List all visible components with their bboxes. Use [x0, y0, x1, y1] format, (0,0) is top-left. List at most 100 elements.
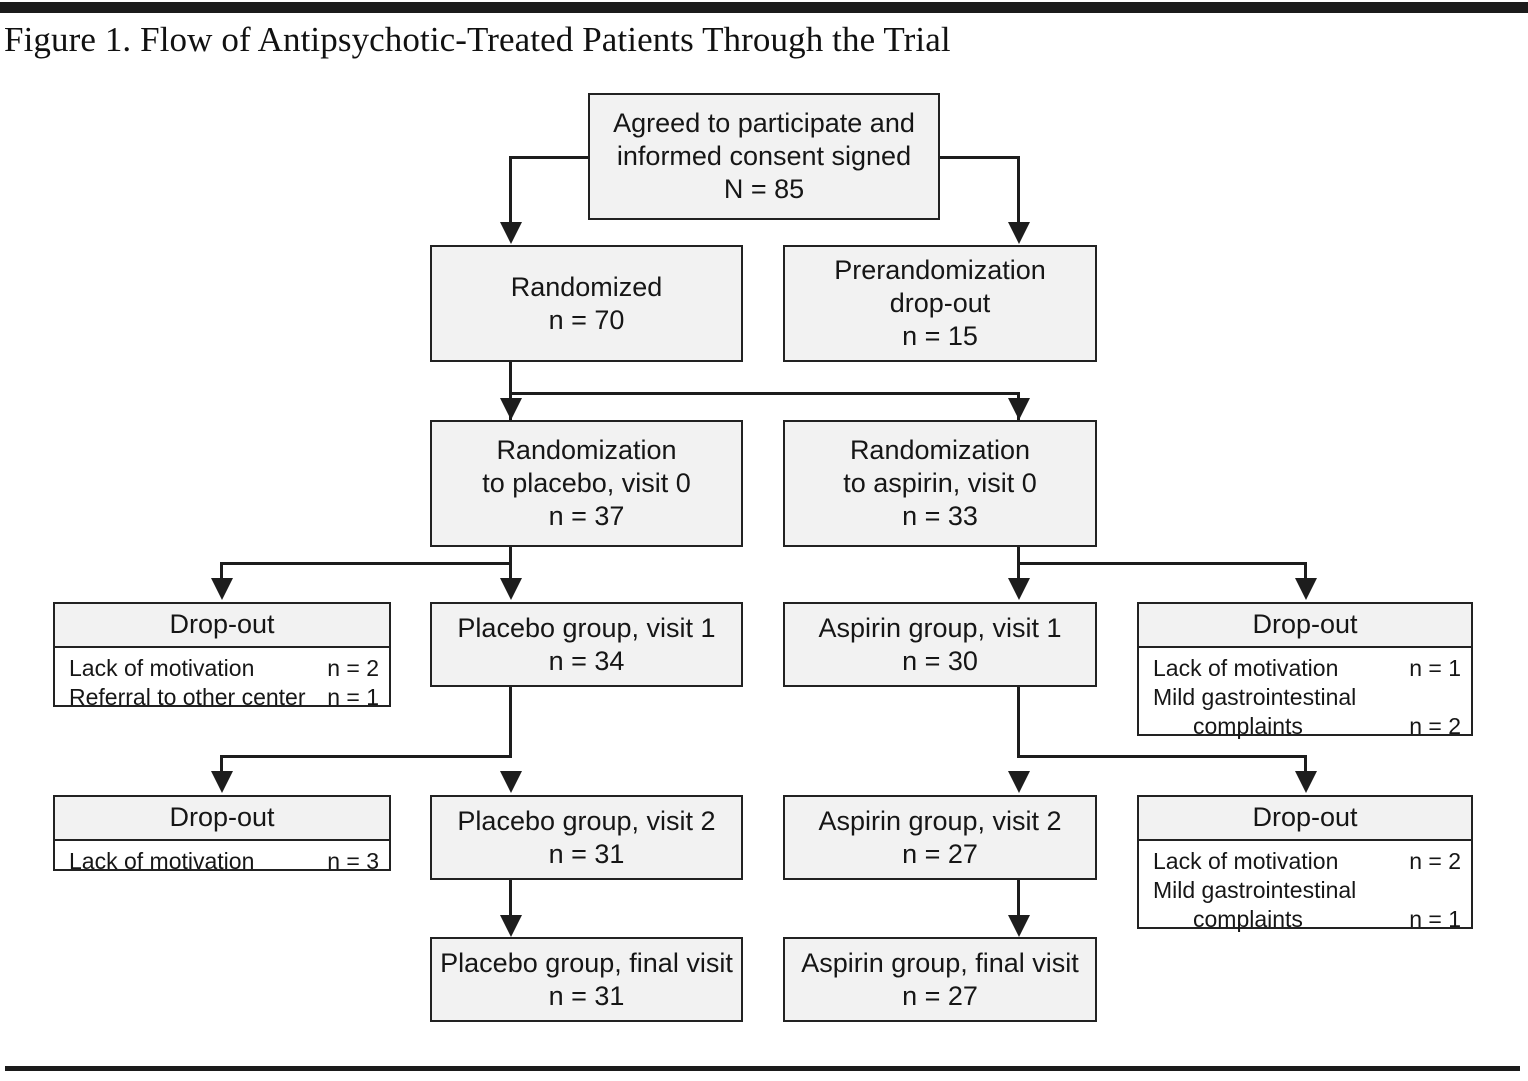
connector-placebo0-stub — [509, 545, 512, 569]
connector-placebov1-split — [220, 755, 511, 758]
node-rand-aspirin-line3: n = 33 — [902, 501, 978, 531]
node-rand-placebo-line1: Randomization — [496, 435, 677, 465]
connector-placebov1-to-dropout — [220, 755, 223, 781]
connector-aspirin0-to-dropout — [1304, 562, 1307, 588]
node-randomization-aspirin: Randomization to aspirin, visit 0 n = 33 — [783, 420, 1097, 547]
node-aspirin-final-line2: n = 27 — [902, 980, 978, 1011]
arrow-consent-to-randomized — [500, 222, 522, 244]
connector-consent-to-randomized — [509, 156, 512, 228]
node-placebo-final-line2: n = 31 — [548, 980, 625, 1011]
connector-placebo0-to-v1 — [509, 562, 512, 588]
dropout-row: Lack of motivation n = 3 — [69, 847, 379, 876]
dropout-aspirin-v1-header: Drop-out — [1139, 604, 1471, 648]
dropout-reason: Lack of motivation — [69, 655, 255, 681]
node-aspirin-v2-line1: Aspirin group, visit 2 — [818, 805, 1062, 836]
node-consent-line3: N = 85 — [723, 174, 805, 204]
node-placebo-visit2: Placebo group, visit 2 n = 31 — [430, 795, 743, 880]
node-rand-aspirin-line1: Randomization — [849, 435, 1031, 465]
bottom-rule — [5, 1066, 1520, 1071]
arrow-aspirin0-to-v1 — [1008, 578, 1030, 600]
arrow-placebo0-to-dropout — [211, 578, 233, 600]
dropout-row: Referral to other center n = 1 — [69, 683, 379, 712]
node-prerandom-line2: drop-out — [889, 288, 991, 318]
dropout-reason: Mild gastrointestinal — [1153, 684, 1357, 710]
connector-randomized-split — [509, 392, 1020, 395]
dropout-count: n = 2 — [1409, 848, 1461, 874]
dropout-row: Lack of motivation n = 1 — [1153, 654, 1461, 683]
connector-randomized-stub — [509, 360, 512, 396]
node-placebo-v2-line1: Placebo group, visit 2 — [457, 805, 716, 836]
node-placebo-v1-line2: n = 34 — [548, 645, 625, 676]
node-rand-placebo-line2: to placebo, visit 0 — [482, 468, 691, 498]
node-aspirin-v1-line2: n = 30 — [902, 645, 978, 676]
dropout-reason: Mild gastrointestinal — [1153, 877, 1357, 903]
top-rule — [0, 2, 1528, 13]
dropout-aspirin-v1-body: Lack of motivation n = 1 Mild gastrointe… — [1139, 648, 1471, 749]
dropout-placebo-visit1: Drop-out Lack of motivation n = 2 Referr… — [53, 602, 391, 710]
node-aspirin-v2-line2: n = 27 — [902, 838, 978, 869]
dropout-row: Lack of motivation n = 2 — [1153, 847, 1461, 876]
dropout-placebo-v2-header: Drop-out — [55, 797, 389, 841]
arrow-aspirinv1-to-dropout — [1295, 771, 1317, 793]
node-placebo-v1-line1: Placebo group, visit 1 — [457, 612, 716, 643]
node-rand-aspirin-line2: to aspirin, visit 0 — [843, 468, 1037, 498]
arrow-aspirin0-to-dropout — [1295, 578, 1317, 600]
arrow-consent-to-prerandom — [1008, 222, 1030, 244]
node-consent-line1: Agreed to participate and — [613, 108, 915, 138]
dropout-count: n = 2 — [327, 655, 379, 681]
connector-placebov2-to-final — [509, 879, 512, 929]
node-placebo-final-line1: Placebo group, final visit — [440, 947, 733, 978]
dropout-reason: Lack of motivation — [69, 848, 255, 874]
dropout-count: n = 1 — [1409, 906, 1461, 932]
dropout-reason: complaints — [1193, 906, 1303, 932]
dropout-aspirin-v2-body: Lack of motivation n = 2 Mild gastrointe… — [1139, 841, 1471, 942]
dropout-aspirin-visit2: Drop-out Lack of motivation n = 2 Mild g… — [1137, 795, 1473, 932]
node-randomization-placebo: Randomization to placebo, visit 0 n = 37 — [430, 420, 743, 547]
dropout-count: n = 1 — [1409, 655, 1461, 681]
dropout-placebo-v1-body: Lack of motivation n = 2 Referral to oth… — [55, 648, 389, 720]
node-prerandomization-dropout: Prerandomization drop-out n = 15 — [783, 245, 1097, 362]
connector-aspirinv2-to-final — [1017, 879, 1020, 929]
arrow-placebo0-to-v1 — [500, 578, 522, 600]
node-randomized: Randomized n = 70 — [430, 245, 743, 362]
arrow-aspirinv1-to-v2 — [1008, 771, 1030, 793]
connector-placebo0-split — [220, 562, 511, 565]
arrow-randomized-to-placebo — [500, 398, 522, 420]
node-consent: Agreed to participate and informed conse… — [588, 93, 940, 220]
dropout-reason: Lack of motivation — [1153, 848, 1339, 874]
node-randomized-line1: Randomized — [510, 271, 663, 302]
node-aspirin-v1-line1: Aspirin group, visit 1 — [818, 612, 1062, 643]
node-randomized-line2: n = 70 — [548, 304, 625, 335]
dropout-placebo-visit2: Drop-out Lack of motivation n = 3 — [53, 795, 391, 874]
dropout-count: n = 2 — [1409, 713, 1461, 739]
figure-title: Figure 1. Flow of Antipsychotic-Treated … — [4, 20, 951, 59]
node-prerandom-line3: n = 15 — [902, 321, 978, 351]
arrow-randomized-to-aspirin — [1008, 398, 1030, 420]
dropout-reason: complaints — [1193, 713, 1303, 739]
dropout-placebo-v2-body: Lack of motivation n = 3 — [55, 841, 389, 884]
dropout-row: Mild gastrointestinal — [1153, 876, 1461, 905]
node-placebo-v2-line2: n = 31 — [548, 838, 625, 869]
connector-placebov1-down — [509, 686, 512, 758]
connector-aspirin0-split — [1017, 562, 1307, 565]
dropout-aspirin-v2-header: Drop-out — [1139, 797, 1471, 841]
dropout-placebo-v1-header: Drop-out — [55, 604, 389, 648]
dropout-row: Lack of motivation n = 2 — [69, 654, 379, 683]
arrow-placebov1-to-v2 — [500, 771, 522, 793]
node-aspirin-visit2: Aspirin group, visit 2 n = 27 — [783, 795, 1097, 880]
dropout-count: n = 3 — [327, 848, 379, 874]
arrow-placebov2-to-final — [500, 915, 522, 937]
node-rand-placebo-line3: n = 37 — [548, 501, 625, 531]
node-aspirin-visit1: Aspirin group, visit 1 n = 30 — [783, 602, 1097, 687]
connector-aspirinv1-down — [1017, 686, 1020, 758]
node-placebo-final: Placebo group, final visit n = 31 — [430, 937, 743, 1022]
node-aspirin-final: Aspirin group, final visit n = 27 — [783, 937, 1097, 1022]
dropout-row: complaints n = 1 — [1153, 905, 1461, 934]
connector-aspirin0-to-v1 — [1017, 562, 1020, 588]
connector-consent-to-prerandom — [1017, 156, 1020, 228]
arrow-placebov1-to-dropout — [211, 771, 233, 793]
dropout-row: Mild gastrointestinal — [1153, 683, 1461, 712]
dropout-reason: Lack of motivation — [1153, 655, 1339, 681]
dropout-reason: Referral to other center — [69, 684, 306, 710]
connector-aspirinv1-split — [1017, 755, 1307, 758]
